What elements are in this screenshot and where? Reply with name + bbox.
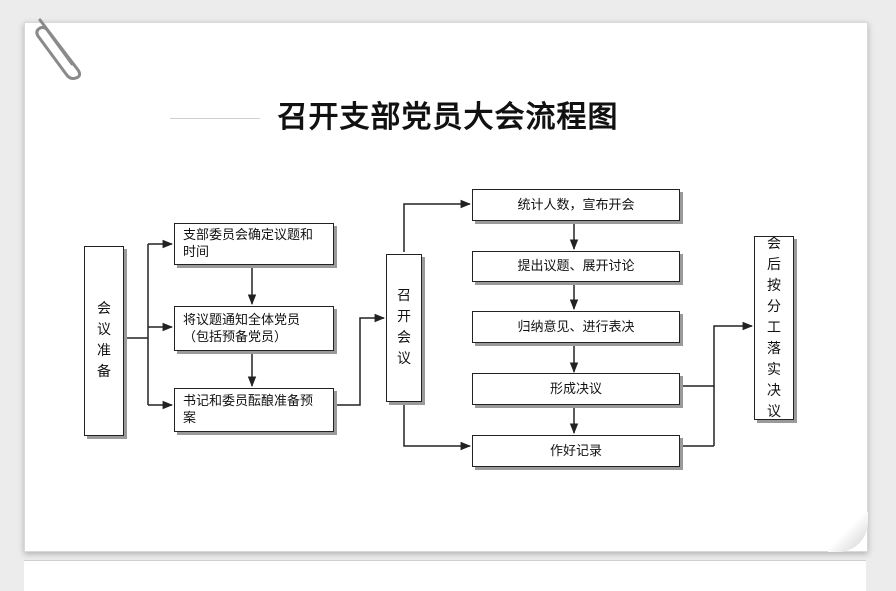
meeting-box: 召开会议 <box>386 254 422 402</box>
paperclip-icon <box>35 18 82 80</box>
meeting-step-4: 形成决议 <box>472 373 680 405</box>
meeting-step-5: 作好记录 <box>472 435 680 467</box>
prep-step-3-text: 书记和委员酝酿准备预案 <box>183 394 314 426</box>
after-label-char: 实 <box>767 361 781 378</box>
meeting-label: 召开会议 <box>397 286 411 370</box>
after-label-char: 后 <box>767 256 781 273</box>
meeting-label-char: 开 <box>397 309 411 325</box>
meeting-label-char: 会 <box>397 330 411 346</box>
prep-label-char: 备 <box>97 364 111 380</box>
prep-step-2-text: 将议题通知全体党员（包括预备党员） <box>183 312 301 345</box>
after-label-char: 落 <box>767 340 781 357</box>
meeting-label-char: 召 <box>397 288 411 304</box>
meeting-step-1-text: 统计人数，宣布开会 <box>517 197 635 213</box>
title-rule <box>170 118 260 119</box>
page-title: 召开支部党员大会流程图 <box>277 100 619 135</box>
paper-sheet <box>24 22 868 552</box>
after-label-char: 按 <box>767 277 781 294</box>
prep-step-1: 支部委员会确定议题和时间 <box>174 223 334 265</box>
after-label-char: 会 <box>767 235 781 252</box>
meeting-step-2-text: 提出议题、展开讨论 <box>517 259 635 274</box>
prep-label-char: 准 <box>97 343 111 359</box>
meeting-step-5-text: 作好记录 <box>549 443 602 459</box>
prep-label-char: 议 <box>97 322 111 338</box>
prep-box: 会议准备 <box>84 246 124 436</box>
meeting-step-1: 统计人数，宣布开会 <box>472 189 680 221</box>
meeting-step-4-text: 形成决议 <box>549 381 602 397</box>
prep-label-char: 会 <box>97 301 111 317</box>
after-label-char: 工 <box>767 319 781 336</box>
prep-step-2: 将议题通知全体党员（包括预备党员） <box>174 306 334 351</box>
after-label-char: 决 <box>767 382 781 399</box>
prep-step-1-text: 支部委员会确定议题和时间 <box>183 228 314 260</box>
after-label-char: 分 <box>767 298 781 315</box>
after-label-char: 议 <box>767 403 781 420</box>
prep-label: 会议准备 <box>97 299 111 383</box>
meeting-step-3: 归纳意见、进行表决 <box>472 311 680 343</box>
meeting-step-2: 提出议题、展开讨论 <box>472 251 680 282</box>
meeting-step-3-text: 归纳意见、进行表决 <box>517 319 635 335</box>
meeting-label-char: 议 <box>397 351 411 367</box>
prep-step-3: 书记和委员酝酿准备预案 <box>174 388 334 432</box>
after-label: 会后按分工落实决议 <box>767 234 781 423</box>
after-box: 会后按分工落实决议 <box>754 236 794 420</box>
